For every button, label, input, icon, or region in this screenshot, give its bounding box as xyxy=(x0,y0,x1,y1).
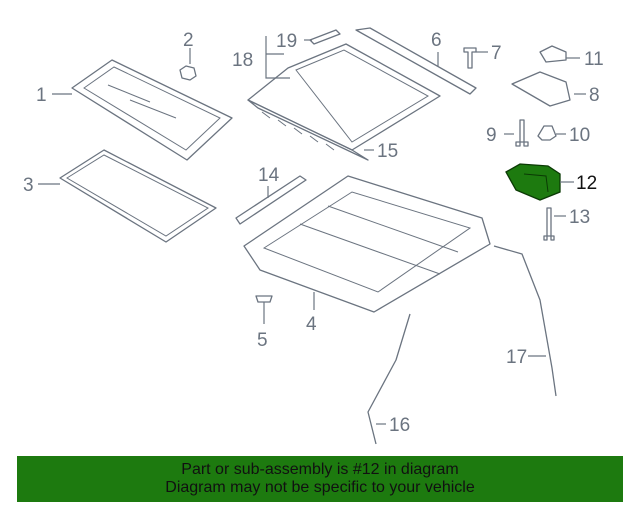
part-5-bolt[interactable] xyxy=(255,295,273,324)
callout-2: 2 xyxy=(183,30,194,51)
banner-line-2: Diagram may not be specific to your vehi… xyxy=(165,479,475,496)
part-info-banner: Part or sub-assembly is #12 in diagram D… xyxy=(17,456,623,502)
part-17-drain-hose[interactable] xyxy=(493,245,557,397)
callout-13: 13 xyxy=(569,207,590,228)
part-13-bolt[interactable] xyxy=(543,207,555,241)
part-3-seal[interactable] xyxy=(59,149,217,243)
callout-11: 11 xyxy=(584,49,604,70)
callout-17: 17 xyxy=(506,347,527,368)
callout-numbers: 1 2 3 4 5 6 7 8 9 10 11 12 13 14 15 16 1… xyxy=(23,30,604,436)
callout-16: 16 xyxy=(389,415,410,436)
part-18-sunshade[interactable] xyxy=(247,43,441,161)
part-1-glass-panel[interactable] xyxy=(71,59,233,161)
part-14-strip[interactable] xyxy=(235,175,307,225)
leader-lines xyxy=(38,36,586,425)
parts-diagram: 1 2 3 4 5 6 7 8 9 10 11 12 13 14 15 16 1… xyxy=(23,27,604,445)
callout-9: 9 xyxy=(486,125,497,146)
callout-12: 12 xyxy=(576,173,597,194)
part-12-motor[interactable] xyxy=(505,163,561,201)
part-11-bracket[interactable] xyxy=(539,45,567,63)
callout-15: 15 xyxy=(377,141,398,162)
callout-5: 5 xyxy=(257,330,268,351)
callout-7: 7 xyxy=(491,43,502,64)
part-2-nut[interactable] xyxy=(179,48,197,81)
callout-4: 4 xyxy=(306,314,317,335)
callout-18: 18 xyxy=(232,50,253,71)
callout-19: 19 xyxy=(276,31,297,52)
part-8-bracket[interactable] xyxy=(511,71,571,107)
callout-10: 10 xyxy=(569,125,590,146)
part-6-wind-deflector[interactable] xyxy=(355,27,477,95)
callout-8: 8 xyxy=(589,85,600,106)
part-9-bolt[interactable] xyxy=(515,119,529,147)
callout-6: 6 xyxy=(431,30,442,51)
part-10-nut[interactable] xyxy=(537,125,557,141)
part-7-screw[interactable] xyxy=(463,47,477,69)
callout-14: 14 xyxy=(258,165,280,186)
part-19-clip[interactable] xyxy=(309,29,341,45)
part-4-frame[interactable] xyxy=(243,175,491,313)
part-16-drain-hose[interactable] xyxy=(367,313,411,445)
banner-line-1: Part or sub-assembly is #12 in diagram xyxy=(181,461,459,478)
callout-1: 1 xyxy=(36,85,47,106)
callout-3: 3 xyxy=(23,175,34,196)
